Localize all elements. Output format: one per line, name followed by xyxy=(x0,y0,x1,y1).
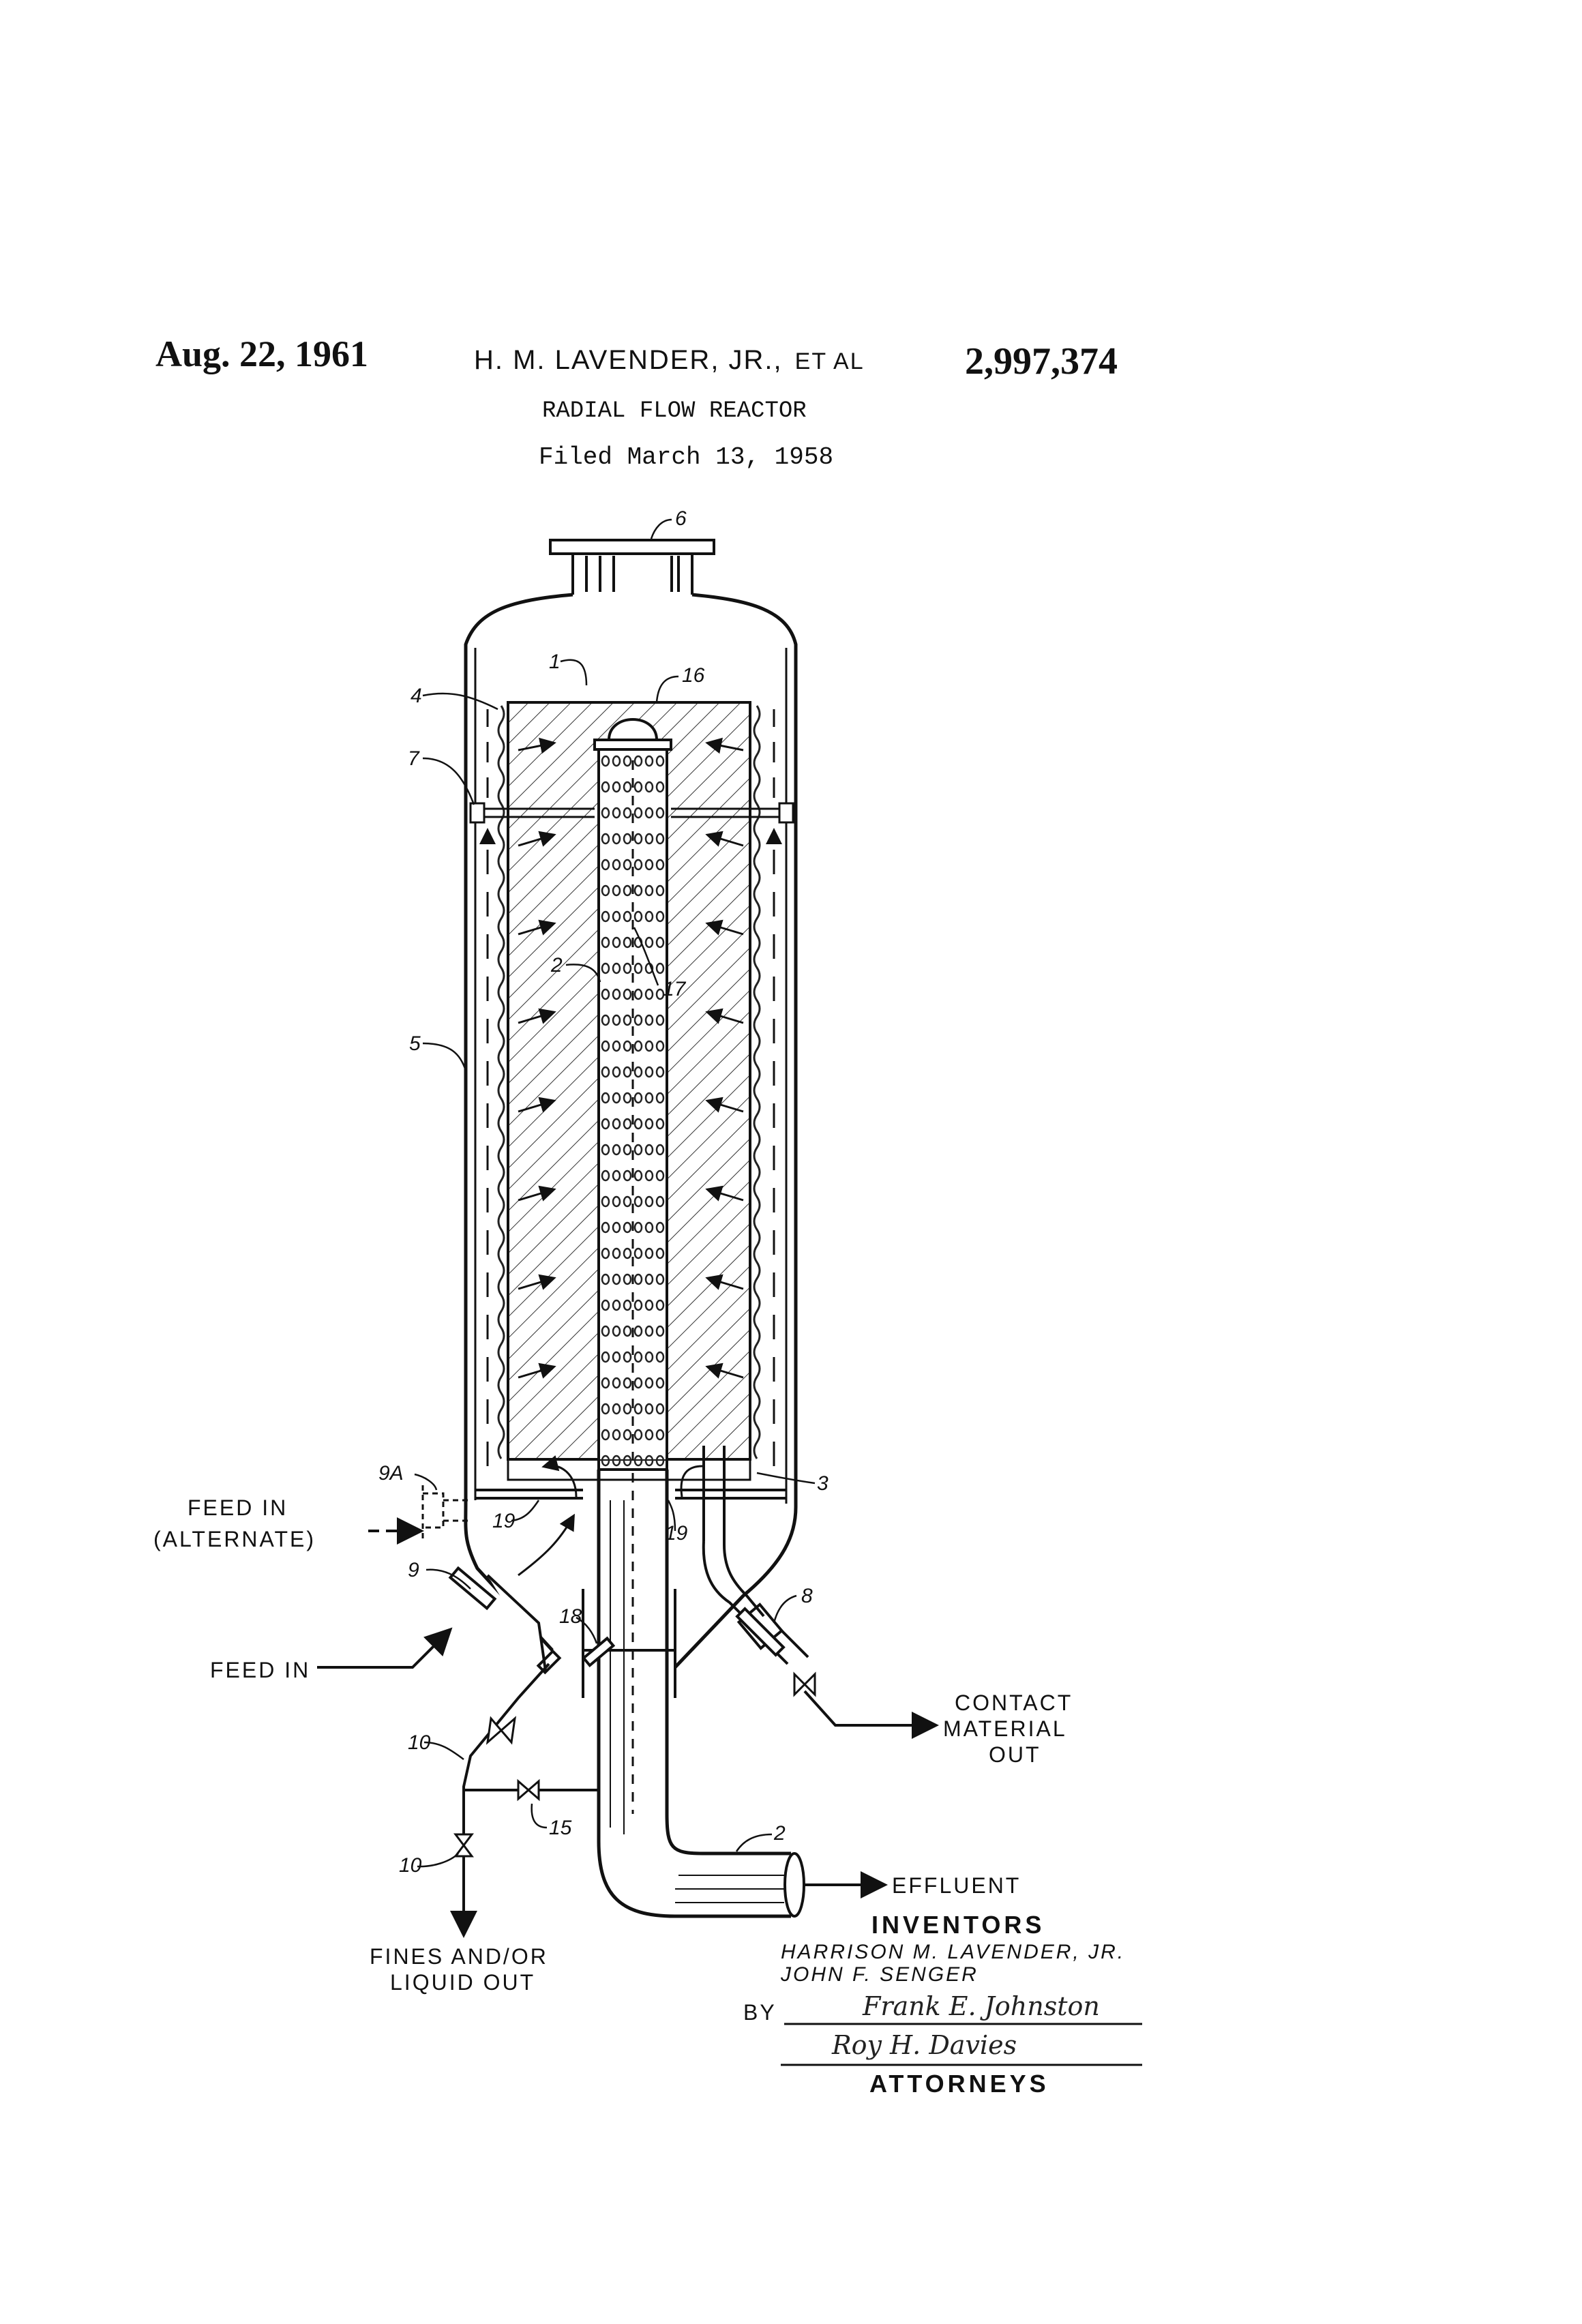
ref-6: 6 xyxy=(675,507,687,530)
inventors-block: INVENTORS HARRISON M. LAVENDER, JR. JOHN… xyxy=(743,1911,1142,2098)
valve-icon xyxy=(456,1674,815,1856)
drain-piping xyxy=(464,1638,613,1899)
center-pipe xyxy=(599,747,667,1470)
ref-3: 3 xyxy=(817,1472,829,1495)
contact-label-1: CONTACT xyxy=(955,1690,1073,1715)
top-nozzle xyxy=(550,540,714,595)
inventors-heading: INVENTORS xyxy=(871,1911,1045,1939)
ref-9: 9 xyxy=(408,1559,419,1581)
ref-2a: 2 xyxy=(550,954,563,977)
by-label: BY xyxy=(743,2000,777,2025)
effluent-pipe xyxy=(599,1470,791,1916)
ref-5: 5 xyxy=(409,1032,421,1055)
signature-2: Roy H. Davies xyxy=(831,2030,1017,2060)
ref-17: 17 xyxy=(663,978,687,1000)
ref-9a: 9A xyxy=(378,1462,404,1485)
ref-7: 7 xyxy=(408,747,420,770)
attorneys-label: ATTORNEYS xyxy=(869,2070,1049,2098)
ref-8: 8 xyxy=(801,1585,813,1607)
ref-15: 15 xyxy=(549,1817,572,1839)
feed-in-alt-label: FEED IN xyxy=(188,1495,288,1520)
ref-16: 16 xyxy=(682,664,705,687)
ref-19b: 19 xyxy=(665,1522,688,1545)
ref-10b: 10 xyxy=(399,1854,422,1877)
effluent-label: EFFLUENT xyxy=(892,1873,1021,1898)
ref-1: 1 xyxy=(549,651,561,673)
inventor-name-1: HARRISON M. LAVENDER, JR. xyxy=(781,1941,1125,1963)
feed-in-alt-label-2: (ALTERNATE) xyxy=(153,1527,316,1551)
contact-label-2: MATERIAL xyxy=(943,1716,1067,1741)
signature-1: Frank E. Johnston xyxy=(862,1991,1100,2021)
alt-feed-flange xyxy=(423,1485,471,1540)
inventor-name-2: JOHN F. SENGER xyxy=(780,1963,979,1986)
ref-2b: 2 xyxy=(773,1822,786,1845)
contact-label-3: OUT xyxy=(989,1742,1041,1767)
fines-label-1: FINES AND/OR xyxy=(370,1944,548,1969)
fines-label-2: LIQUID OUT xyxy=(390,1970,535,1995)
ref-4: 4 xyxy=(411,685,422,707)
feed-in-label: FEED IN xyxy=(210,1658,310,1682)
ref-18: 18 xyxy=(559,1605,582,1628)
